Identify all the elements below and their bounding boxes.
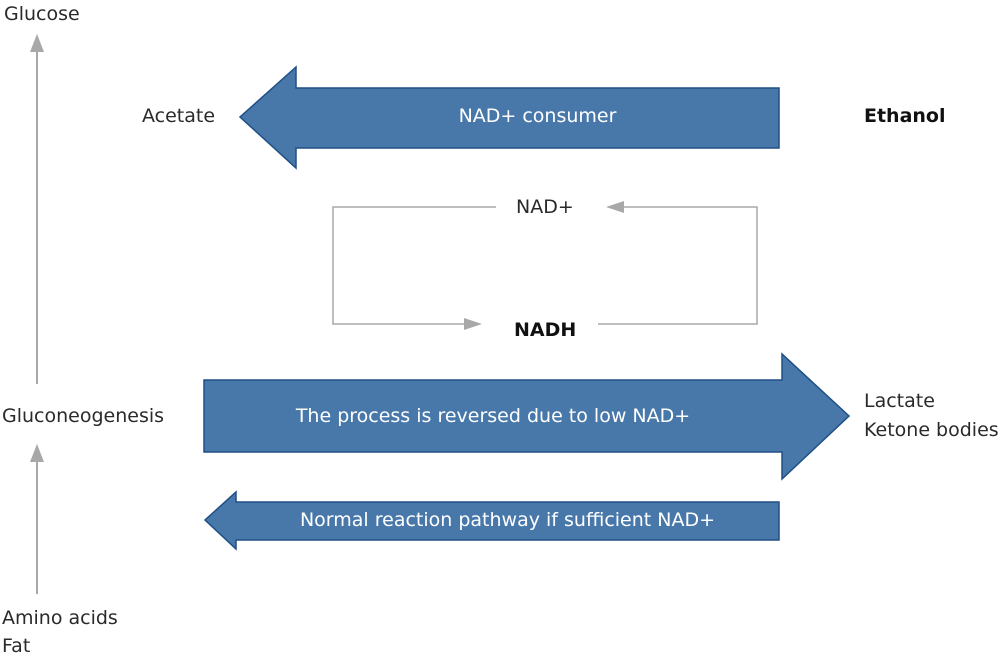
- cycle-line-right: [598, 206, 758, 325]
- nad-consumer-text: NAD+ consumer: [458, 105, 617, 127]
- ethanol-label: Ethanol: [864, 105, 946, 127]
- nadh-label: NADH: [514, 319, 577, 341]
- gluconeogenesis-arrowhead: [30, 444, 44, 462]
- to-nad-plus-arrowhead: [606, 201, 624, 213]
- to-nadh-arrowhead: [464, 318, 482, 330]
- nad-consumer-arrow: [238, 65, 780, 170]
- ketone-bodies-label: Ketone bodies: [864, 419, 999, 441]
- glucose-label: Glucose: [4, 3, 80, 25]
- gluconeogenesis-label: Gluconeogenesis: [2, 405, 165, 427]
- cycle-line-left: [332, 206, 496, 325]
- reversed-process-arrow: [203, 352, 851, 481]
- acetate-label: Acetate: [142, 105, 216, 127]
- amino-acids-label: Amino acids: [2, 607, 118, 629]
- normal-pathway-arrow: [203, 490, 780, 551]
- nad-plus-label: NAD+: [516, 196, 574, 218]
- glucose-arrowhead: [30, 34, 44, 52]
- normal-pathway-text: Normal reaction pathway if sufficient NA…: [299, 509, 716, 531]
- reversed-process-text: The process is reversed due to low NAD+: [295, 405, 691, 427]
- fat-label: Fat: [2, 635, 31, 657]
- lactate-label: Lactate: [864, 390, 935, 412]
